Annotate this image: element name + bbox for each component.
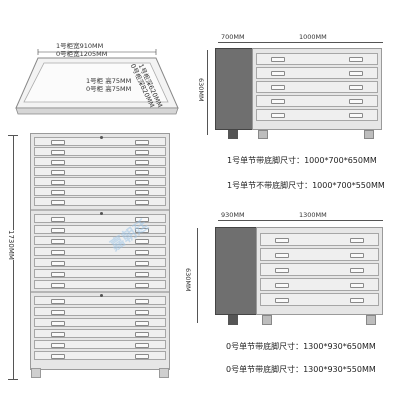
drawer[interactable] (34, 157, 166, 166)
bottom-cab-dim-line (218, 220, 383, 221)
cabinet-leg (364, 130, 374, 139)
bottom-cab-depth-label: 930MM (221, 211, 245, 219)
bottom-cab-height-line (197, 228, 198, 323)
bottom-cab-width-label: 1300MM (299, 211, 327, 219)
tall-cabinet (30, 133, 170, 378)
drawer[interactable] (34, 280, 166, 289)
drawer[interactable] (34, 214, 166, 223)
drawer[interactable] (260, 233, 379, 246)
drawer[interactable] (34, 340, 166, 349)
cabinet-leg (366, 315, 376, 325)
section-divider (31, 209, 169, 211)
bottom-cab-spec-without-base: 0号单节带底脚尺寸：1300*930*550MM (226, 365, 376, 374)
cabinet-leg (258, 130, 268, 139)
drawer[interactable] (256, 53, 378, 65)
top-cab-spec-with-base: 1号单节带底脚尺寸：1000*700*650MM (227, 156, 377, 165)
drawer[interactable] (34, 167, 166, 176)
cabinet-1-side (215, 48, 255, 130)
drawer[interactable] (256, 81, 378, 93)
drawer[interactable] (260, 293, 379, 306)
drawer[interactable] (34, 307, 166, 316)
drawer[interactable] (34, 329, 166, 338)
drawer[interactable] (256, 95, 378, 107)
drawer[interactable] (260, 263, 379, 276)
cabinet-leg (31, 368, 41, 378)
top-cab-height-line (207, 50, 208, 135)
drawer[interactable] (260, 248, 379, 261)
lock-icon (100, 294, 103, 297)
top-cab-width-label: 1000MM (299, 33, 327, 41)
top-cab-depth-label: 700MM (221, 33, 245, 41)
lock-icon (100, 136, 103, 139)
drawer[interactable] (34, 225, 166, 234)
top-cab-height-label: 630MM (197, 78, 205, 102)
drawer[interactable] (34, 147, 166, 156)
cabinet-0-side (215, 227, 259, 315)
tray-height-1-label: 1号柜 高75MM (86, 77, 132, 85)
drawer[interactable] (256, 67, 378, 79)
bottom-cab-height-label: 630MM (184, 268, 192, 292)
top-tray-diagram (8, 30, 183, 125)
drawer[interactable] (34, 351, 166, 360)
drawer[interactable] (34, 247, 166, 256)
drawer[interactable] (34, 197, 166, 206)
drawer[interactable] (34, 236, 166, 245)
drawer[interactable] (256, 109, 378, 121)
tray-outline (15, 49, 179, 115)
top-cab-spec-without-base: 1号单节不带底脚尺寸：1000*700*550MM (227, 181, 385, 190)
drawer[interactable] (34, 258, 166, 267)
cabinet-leg (159, 368, 169, 378)
section-divider (31, 291, 169, 293)
cabinet-leg (228, 130, 238, 139)
drawer[interactable] (34, 318, 166, 327)
bottom-cab-spec-with-base: 0号单节带底脚尺寸：1300*930*650MM (226, 342, 376, 351)
lock-icon (100, 212, 103, 215)
drawer[interactable] (34, 269, 166, 278)
tray-width-1-label: 1号柜宽910MM (56, 42, 104, 50)
drawer[interactable] (34, 177, 166, 186)
cabinet-leg (262, 315, 272, 325)
tray-width-0-label: 0号柜宽1205MM (56, 50, 108, 58)
tall-height-label: 1730MM (7, 230, 15, 260)
tray-height-0-label: 0号柜 高75MM (86, 85, 132, 93)
cabinet-0-front (256, 227, 383, 315)
top-cab-dim-line (218, 42, 383, 43)
drawer[interactable] (34, 187, 166, 196)
drawer[interactable] (260, 278, 379, 291)
cabinet-leg (228, 315, 238, 325)
cabinet-1-front (252, 48, 382, 130)
drawer[interactable] (34, 296, 166, 305)
